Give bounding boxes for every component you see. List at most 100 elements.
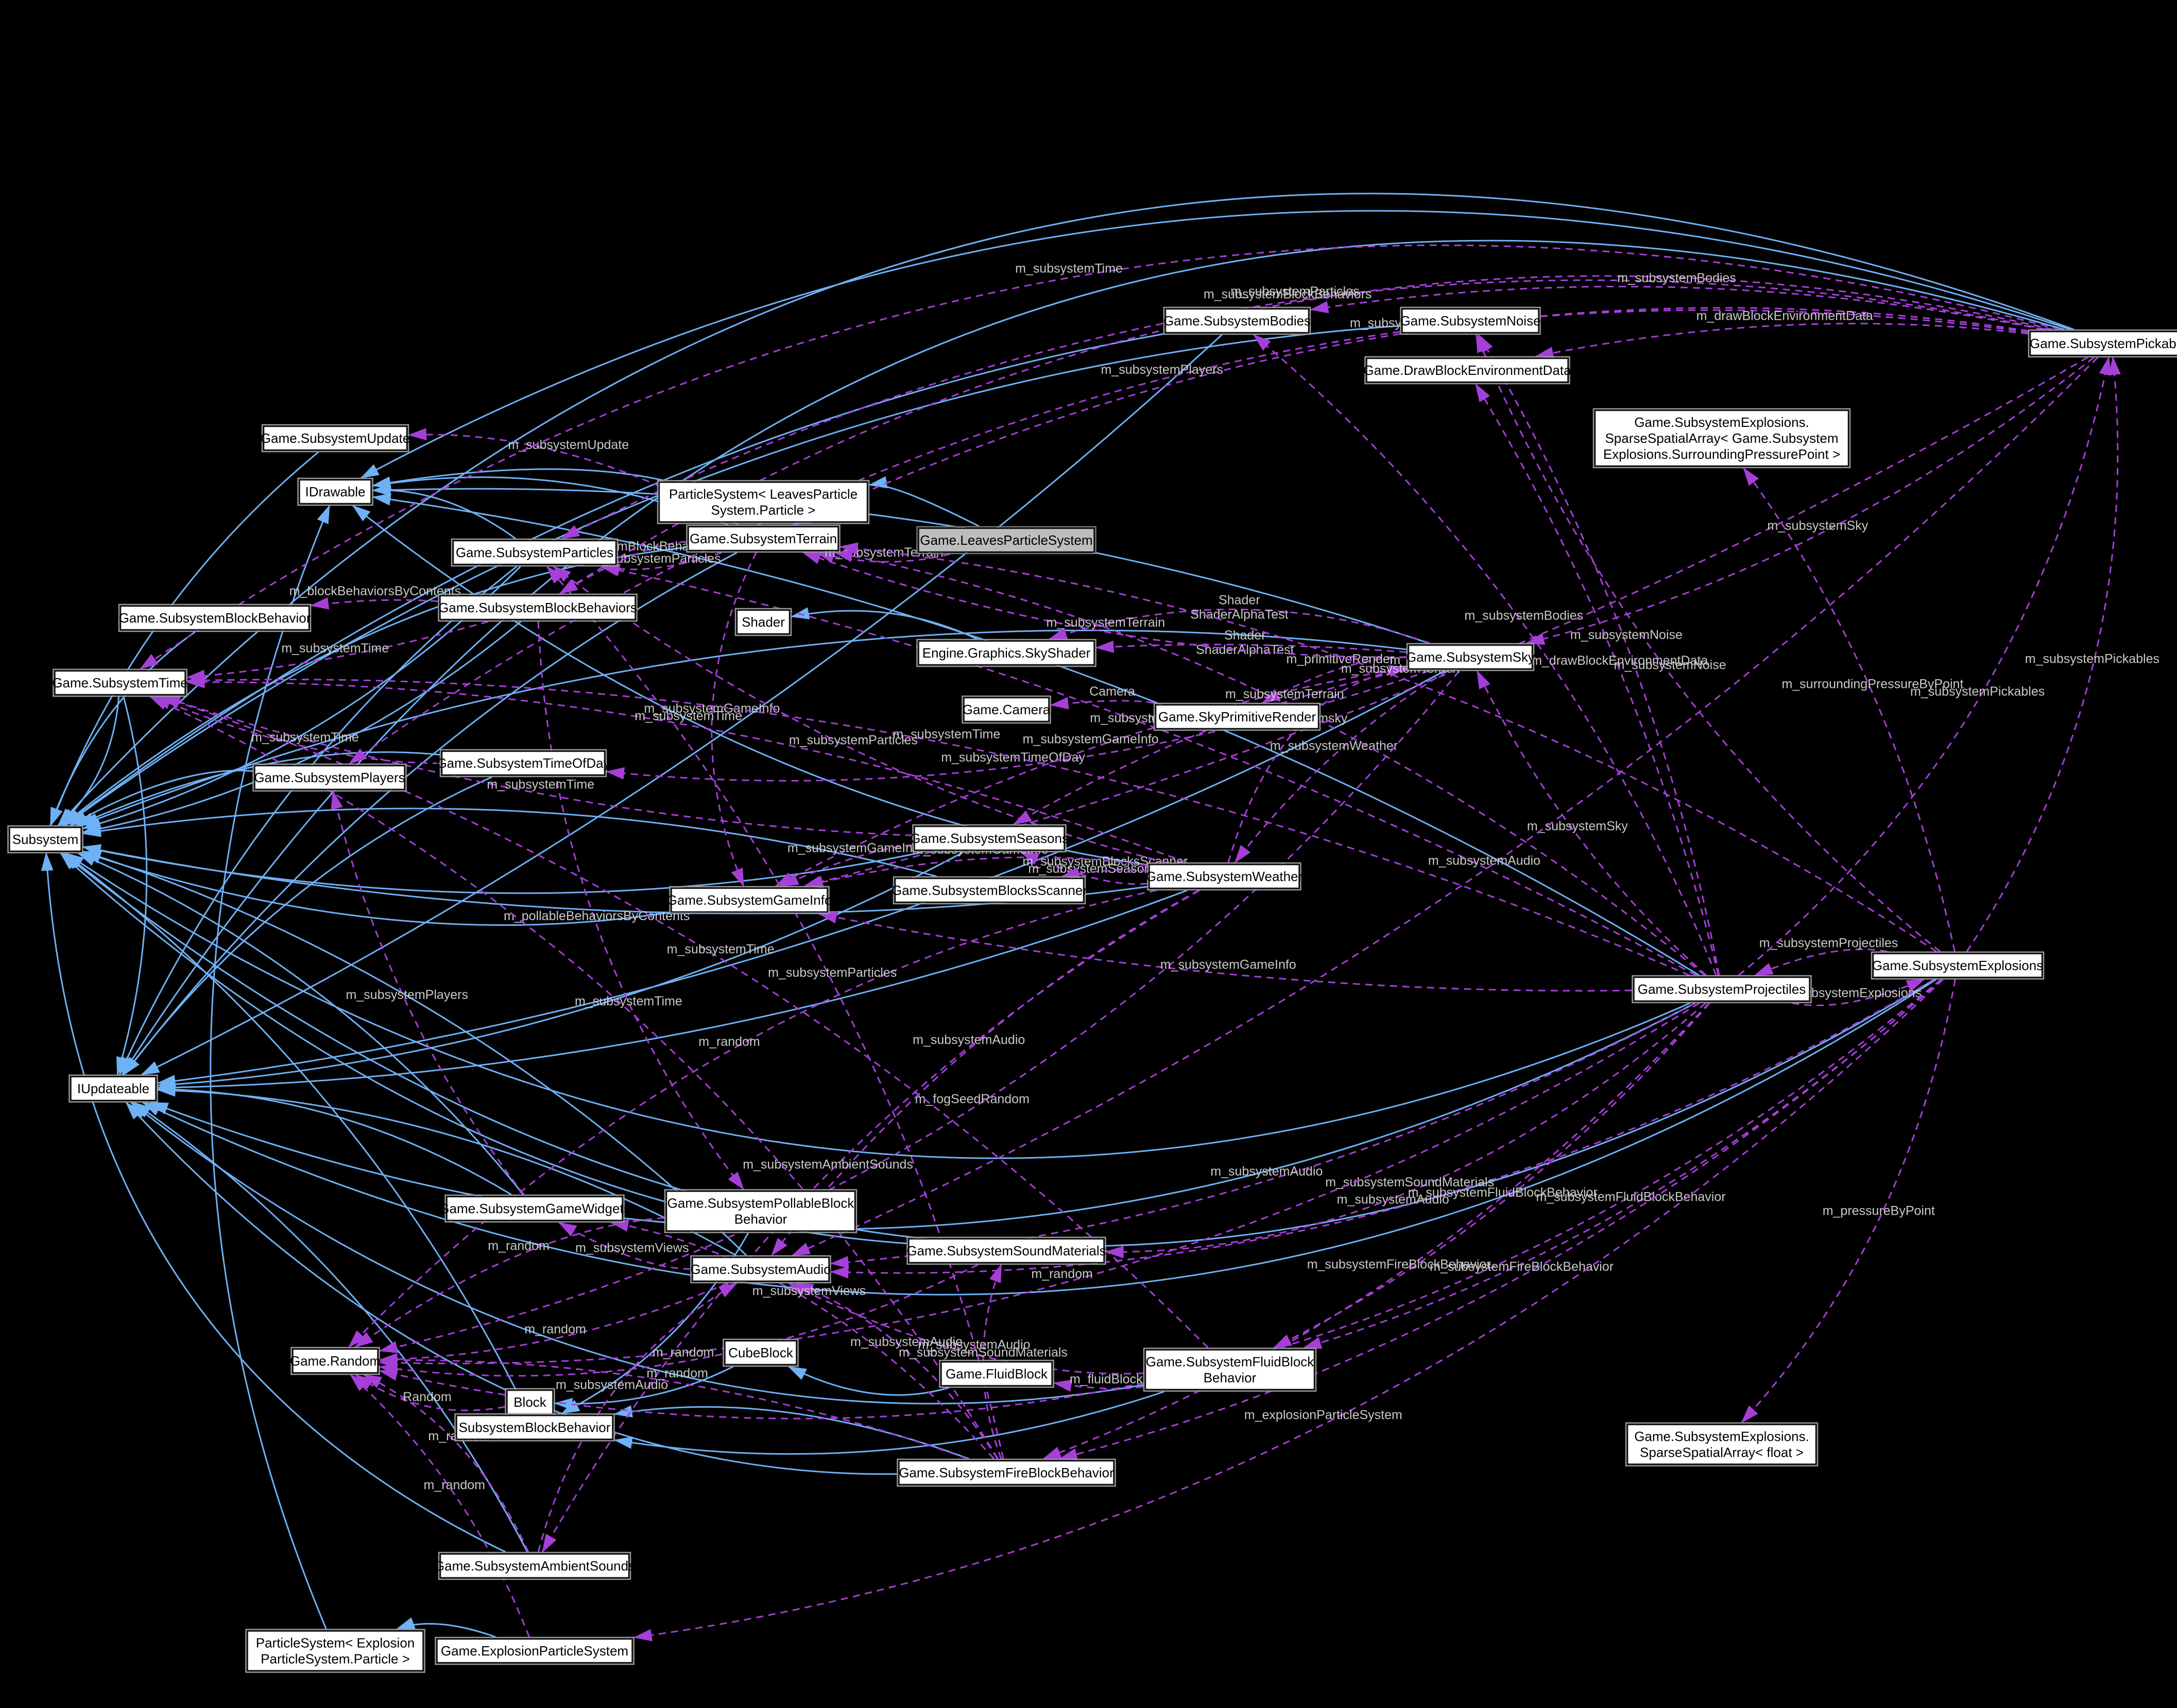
node-subsystemBlockBehavior[interactable]: SubsystemBlockBehavior [454, 1413, 615, 1442]
node-outer-border [297, 477, 373, 506]
node-label: Game.SubsystemGameWidgets [439, 1201, 630, 1216]
node-box [963, 697, 1050, 722]
edge-path [815, 550, 951, 563]
node-outer-border [669, 886, 830, 915]
node-particleSystemLeaves[interactable]: ParticleSystem< LeavesParticleSystem.Par… [657, 480, 870, 524]
usage-edge: m_subsystemSoundMaterials [1105, 1002, 1706, 1258]
node-subsystemNoise[interactable]: Game.SubsystemNoise [1400, 306, 1541, 335]
edge-path [141, 334, 1223, 1076]
node-box [918, 640, 1095, 666]
node-subsystemPickables[interactable]: Game.SubsystemPickables [2028, 329, 2177, 358]
edge-label: m_subsystemNoise [1570, 628, 1683, 642]
node-outer-border [1147, 862, 1301, 891]
edge-path [116, 696, 148, 1076]
node-subsystemUpdate[interactable]: Game.SubsystemUpdate [261, 424, 410, 453]
node-subsystemProjectiles[interactable]: Game.SubsystemProjectiles [1632, 975, 1812, 1004]
inheritance-edge [372, 468, 663, 489]
node-idrawable[interactable]: IDrawable [297, 477, 373, 506]
node-outer-border [916, 639, 1096, 667]
node-outer-border [1163, 306, 1311, 335]
usage-edge: m_subsystemTime [152, 696, 440, 764]
node-subsystemWeather[interactable]: Game.SubsystemWeather [1146, 862, 1303, 891]
node-subsystemExplosions[interactable]: Game.SubsystemExplosions [1871, 951, 2045, 980]
edge-path [560, 279, 2047, 540]
node-outer-border [439, 749, 607, 778]
node-subsystemParticles[interactable]: Game.SubsystemParticles [451, 538, 619, 567]
inheritance-edge [130, 1101, 1144, 1405]
node-leavesParticleSystem[interactable]: Game.LeavesParticleSystem [916, 526, 1096, 555]
node-subsystemTerrain[interactable]: Game.SubsystemTerrain [686, 524, 841, 553]
edge-label: m_explosionParticleSystem [1244, 1408, 1402, 1422]
node-box [1408, 644, 1533, 670]
node-box [894, 877, 1085, 903]
node-block[interactable]: Block [505, 1388, 555, 1417]
node-subsystemSky[interactable]: Game.SubsystemSky [1406, 643, 1535, 671]
node-camera[interactable]: Game.Camera [962, 695, 1051, 724]
edge-path [711, 552, 757, 887]
edge-path [379, 1354, 968, 1460]
node-label: Game.Camera [963, 702, 1051, 717]
node-subsystemSeasons[interactable]: Game.SubsystemSeasons [910, 824, 1069, 853]
node-subsystemTimeOfDay[interactable]: Game.SubsystemTimeOfDay [436, 749, 610, 778]
usage-edge: m_subsystemAudio [787, 1282, 1144, 1375]
node-box [1633, 976, 1810, 1002]
node-label: Game.SubsystemBodies [1163, 313, 1311, 329]
node-box [452, 540, 617, 565]
node-box [1144, 1349, 1315, 1390]
edge-path [780, 844, 913, 887]
node-particleSystemExplosion[interactable]: ParticleSystem< ExplosionParticleSystem.… [245, 1629, 425, 1673]
edge-path [49, 631, 196, 826]
node-label: Explosions.SurroundingPressurePoint > [1603, 446, 1840, 462]
node-subsystemGameInfo[interactable]: Game.SubsystemGameInfo [667, 886, 832, 915]
node-subsystemBodies[interactable]: Game.SubsystemBodies [1163, 306, 1311, 335]
edge-path [1476, 670, 1707, 976]
node-fluidBlock[interactable]: Game.FluidBlock [939, 1359, 1054, 1388]
inheritance-edge [116, 696, 148, 1076]
node-explosionParticleSystem[interactable]: Game.ExplosionParticleSystem [435, 1636, 635, 1665]
edge-path [372, 468, 663, 489]
edge-path [142, 978, 1937, 1296]
node-subsystemGameWidgets[interactable]: Game.SubsystemGameWidgets [439, 1194, 630, 1223]
node-subsystemAmbientSounds[interactable]: Game.SubsystemAmbientSounds [434, 1551, 635, 1580]
edge-path [552, 565, 1168, 864]
node-drawBlockEnvironmentData[interactable]: Game.DrawBlockEnvironmentData [1363, 356, 1571, 385]
edge-label: m_subsystemAudio [850, 1335, 963, 1349]
inheritance-edge [372, 483, 516, 540]
node-box [254, 765, 405, 790]
edge-path [161, 696, 913, 836]
node-subsystem[interactable]: Subsystem [7, 825, 83, 854]
node-sparseFloat[interactable]: Game.SubsystemExplosions.SparseSpatialAr… [1625, 1422, 1819, 1467]
node-label: Block [513, 1394, 547, 1410]
node-label: Game.SubsystemTimeOfDay [436, 755, 610, 771]
edge-label: m_subsystemGameInfo [1160, 958, 1296, 972]
node-subsystemBlocksScanner[interactable]: Game.SubsystemBlocksScanner [892, 876, 1087, 905]
node-iupdateable[interactable]: IUpdateable [68, 1074, 158, 1103]
node-subsystemBlockBehaviors[interactable]: Game.SubsystemBlockBehaviors [438, 593, 638, 622]
node-subsystemBlockBehaviorGame[interactable]: Game.SubsystemBlockBehavior [118, 603, 312, 632]
node-label: Game.SubsystemExplosions [1872, 958, 2043, 973]
node-subsystemTime[interactable]: Game.SubsystemTime [52, 668, 188, 697]
usage-edge: m_subsystemPickables [1966, 356, 2159, 952]
node-subsystemFireBlockBehavior[interactable]: Game.SubsystemFireBlockBehavior [897, 1458, 1116, 1487]
edge-label: m_subsystemParticles [1230, 284, 1359, 299]
node-outer-border [454, 1413, 615, 1442]
usage-edge: m_subsystemPickables [1738, 356, 2112, 976]
node-subsystemPlayers[interactable]: Game.SubsystemPlayers [252, 763, 407, 792]
edge-path [1535, 322, 2029, 359]
node-skyPrimitiveRender[interactable]: Game.SkyPrimitiveRender [1153, 702, 1321, 731]
node-cubeBlock[interactable]: CubeBlock [723, 1338, 799, 1367]
node-subsystemSoundMaterials[interactable]: Game.SubsystemSoundMaterials [906, 1236, 1106, 1265]
node-sparsePressurePoint[interactable]: Game.SubsystemExplosions.SparseSpatialAr… [1592, 408, 1851, 469]
node-shader[interactable]: Shader [734, 608, 792, 636]
edge-label: m_subsystemViews [752, 1284, 866, 1298]
edge-path [803, 356, 2088, 888]
edge-path [1042, 1002, 1710, 1460]
node-label: Game.SubsystemPlayers [254, 770, 405, 785]
node-random[interactable]: Game.Random [290, 1347, 381, 1375]
node-subsystemAudio[interactable]: Game.SubsystemAudio [690, 1255, 831, 1284]
usage-edge: m_random [354, 1217, 665, 1348]
node-label: Game.LeavesParticleSystem [920, 532, 1092, 548]
node-skyShader[interactable]: Engine.Graphics.SkyShader [916, 639, 1096, 667]
